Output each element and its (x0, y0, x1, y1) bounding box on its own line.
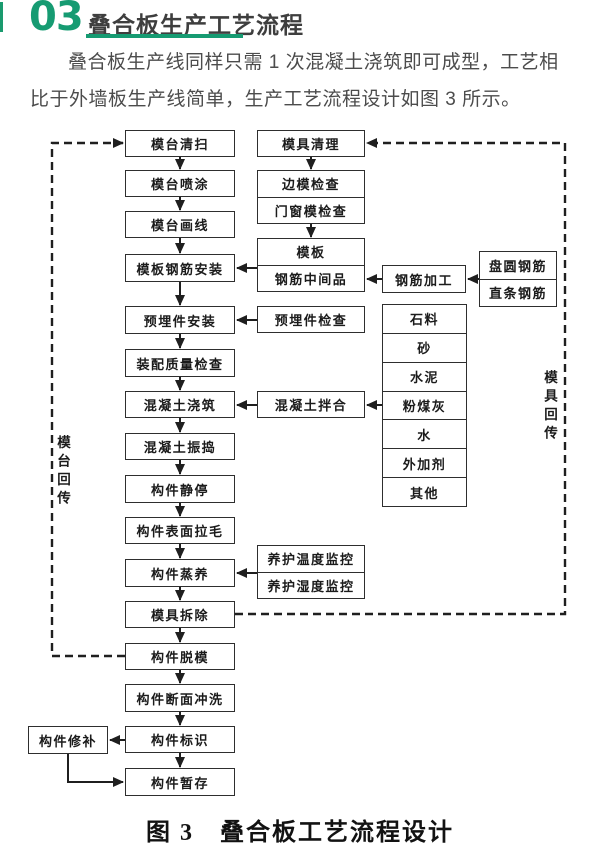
figure-caption: 图 3 叠合板工艺流程设计 (146, 820, 454, 846)
flow-node-formwork-rebar-intermediate: 模板钢筋中间品 (257, 238, 365, 292)
section-number: 03 (29, 0, 84, 40)
title-underline (86, 34, 243, 38)
flow-node-rebar-supply-cell-0: 盘圆钢筋 (488, 258, 547, 274)
flow-node-assembly-quality-check: 装配质量检查 (125, 349, 235, 377)
flow-node-mold-table-line: 模台画线 (125, 211, 235, 238)
flow-node-formwork-rebar-intermediate-cell-1: 钢筋中间品 (258, 264, 364, 292)
left-edge-accent (0, 2, 3, 32)
mold-table-return-line (50, 138, 125, 658)
flow-node-embed-check: 预埋件检查 (257, 306, 365, 333)
flow-node-cure-monitor-cell-1: 养护湿度监控 (258, 571, 364, 599)
flow-node-mold-clean: 模具清理 (257, 130, 365, 157)
repair-to-store-line (67, 754, 124, 787)
mold-return-line (235, 138, 567, 616)
flow-node-component-rest: 构件静停 (125, 475, 235, 503)
flow-node-materials-cell-3: 粉煤灰 (383, 390, 466, 420)
flow-node-materials-cell-1: 砂 (383, 332, 466, 362)
mold-table-return-label: 模台回传 (55, 435, 70, 509)
section-title: 叠合板生产工艺流程 (88, 12, 304, 38)
flow-node-mold-remove: 模具拆除 (125, 601, 235, 628)
flow-node-edge-mold-check: 边模检查门窗模检查 (257, 170, 365, 224)
flow-node-concrete-mix: 混凝土拌合 (257, 391, 365, 418)
flow-node-concrete-pour: 混凝土浇筑 (125, 391, 235, 418)
flow-node-concrete-vibrate: 混凝土振捣 (125, 433, 235, 460)
flow-node-mold-table-spray: 模台喷涂 (125, 170, 235, 197)
return-loops (50, 138, 567, 658)
flow-node-rebar-process: 钢筋加工 (382, 265, 466, 293)
flow-node-materials-cell-6: 其他 (383, 477, 466, 506)
flow-node-edge-mold-check-cell-0: 边模检查 (281, 177, 340, 193)
flow-node-materials-cell-4: 水 (383, 419, 466, 448)
flow-node-rebar-supply-cell-1: 直条钢筋 (480, 278, 556, 307)
flow-node-component-mark: 构件标识 (125, 726, 235, 753)
flow-node-materials-cell-5: 外加剂 (383, 448, 466, 477)
flow-node-section-flush: 构件断面冲洗 (125, 684, 235, 712)
flow-node-materials: 石料砂水泥粉煤灰水外加剂其他 (382, 304, 467, 507)
flow-node-formwork-rebar-intermediate-cell-0: 模板 (296, 245, 326, 261)
flow-connectors (50, 138, 567, 787)
intro-paragraph: 叠合板生产线同样只需 1 次混凝土浇筑即可成型，工艺相比于外墙板生产线简单，生产… (30, 52, 559, 110)
flow-node-component-store: 构件暂存 (125, 768, 235, 796)
process-flowchart: 模台清扫模台喷涂模台画线模板钢筋安装预埋件安装装配质量检查混凝土浇筑混凝土振捣构… (0, 125, 600, 812)
flow-node-surface-roughen: 构件表面拉毛 (125, 517, 235, 544)
flow-node-materials-cell-2: 水泥 (383, 361, 466, 391)
flow-node-edge-mold-check-cell-1: 门窗模检查 (258, 196, 364, 224)
flow-node-formwork-rebar-install: 模板钢筋安装 (125, 254, 235, 282)
flow-node-component-steam-cure: 构件蒸养 (125, 559, 235, 587)
horizontal-feed-arrows (67, 263, 479, 787)
flow-node-embed-install: 预埋件安装 (125, 306, 235, 334)
flow-node-cure-monitor: 养护温度监控养护湿度监控 (257, 545, 365, 599)
flow-node-component-demold: 构件脱模 (125, 643, 235, 670)
flow-node-materials-cell-0: 石料 (409, 312, 439, 328)
flow-node-cure-monitor-cell-0: 养护温度监控 (267, 552, 355, 568)
flow-node-component-repair: 构件修补 (28, 726, 108, 754)
flow-node-rebar-supply: 盘圆钢筋直条钢筋 (479, 251, 557, 307)
flow-node-mold-table-clean: 模台清扫 (125, 130, 235, 157)
mold-return-label: 模具回传 (542, 370, 557, 444)
